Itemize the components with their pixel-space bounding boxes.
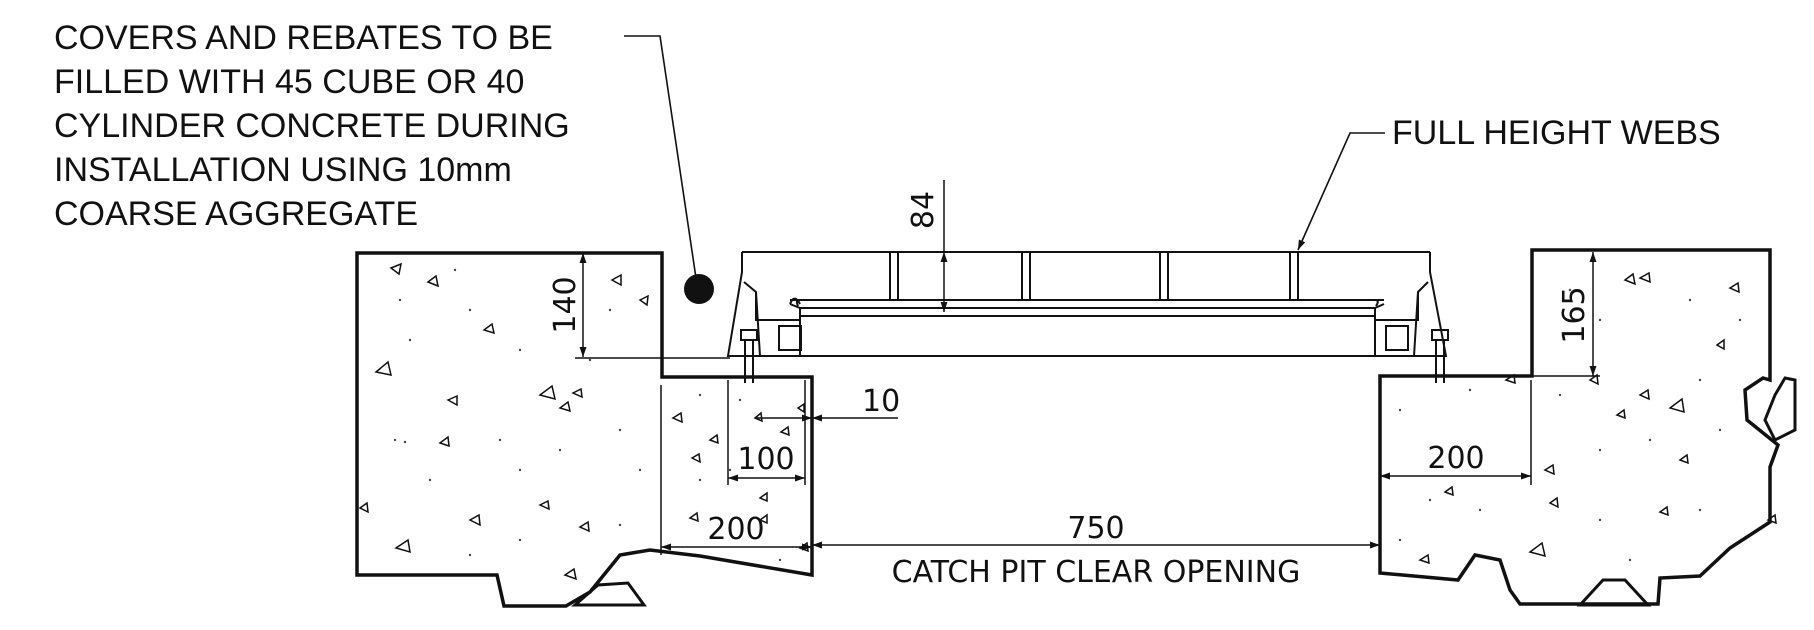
dimension-lines bbox=[575, 180, 1600, 555]
aggregate-dots bbox=[393, 268, 1742, 562]
right-rubble-piece bbox=[1576, 578, 1652, 607]
dim-100: 100 bbox=[737, 442, 794, 477]
right-wall-recess bbox=[1763, 376, 1797, 443]
dim-165: 165 bbox=[1557, 286, 1592, 343]
dim-200-left: 200 bbox=[707, 512, 764, 547]
dim-84: 84 bbox=[906, 191, 941, 229]
infill-leader-dot bbox=[684, 274, 714, 304]
dim-750: 750 bbox=[1067, 511, 1124, 546]
infill-note: COVERS AND REBATES TO BE FILLED WITH 45 … bbox=[54, 16, 570, 236]
infill-note-line-5: COARSE AGGREGATE bbox=[54, 195, 419, 233]
infill-note-line-1: COVERS AND REBATES TO BE bbox=[54, 19, 553, 57]
webs-callout-leader bbox=[1297, 132, 1385, 251]
infill-note-line-3: CYLINDER CONCRETE DURING bbox=[54, 107, 570, 145]
left-rubble-piece bbox=[570, 581, 647, 607]
dim-140: 140 bbox=[548, 276, 583, 333]
aggregate-texture bbox=[358, 262, 1777, 581]
infill-note-leader bbox=[624, 35, 697, 279]
infill-note-line-2: FILLED WITH 45 CUBE OR 40 bbox=[54, 63, 525, 101]
clear-opening-label: CATCH PIT CLEAR OPENING bbox=[892, 555, 1301, 590]
dim-200-right: 200 bbox=[1427, 441, 1484, 476]
cover-frame bbox=[726, 251, 1448, 357]
fixing-bolts bbox=[740, 329, 1449, 383]
infill-note-line-4: INSTALLATION USING 10mm bbox=[54, 151, 512, 189]
webs-callout: FULL HEIGHT WEBS bbox=[1392, 114, 1721, 152]
left-concrete-wall bbox=[355, 251, 814, 608]
dim-10: 10 bbox=[862, 384, 900, 419]
